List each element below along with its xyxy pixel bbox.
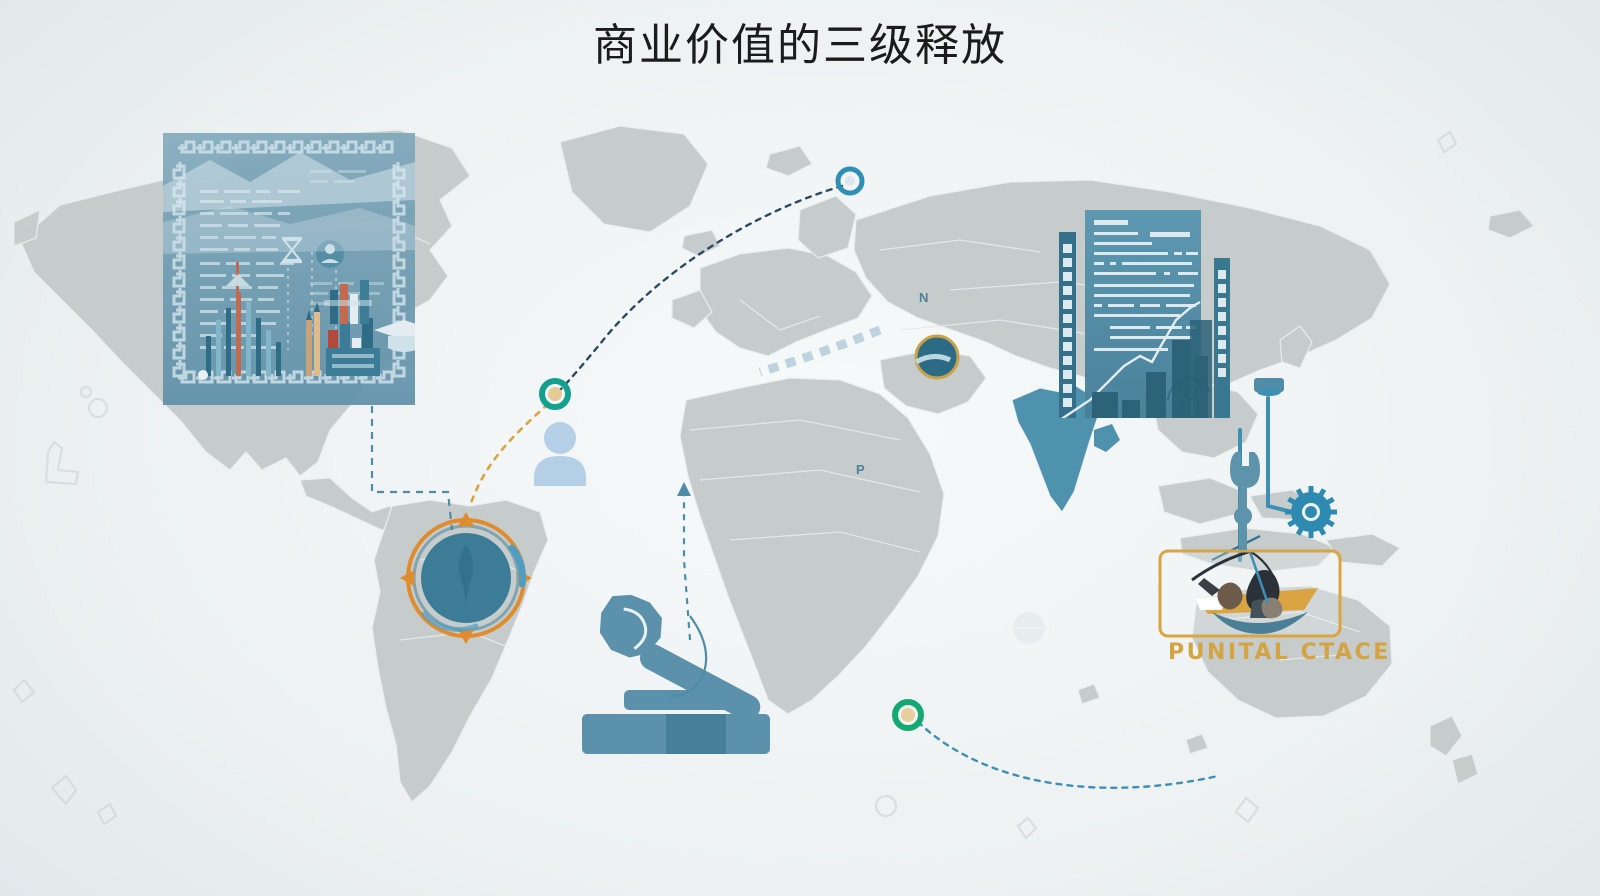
punital-ctace-card[interactable] <box>1158 540 1342 638</box>
gavel-icon[interactable] <box>582 585 780 754</box>
data-analytics-panel[interactable] <box>163 133 434 405</box>
connector-base <box>1257 388 1281 396</box>
marker-caspian[interactable] <box>914 334 960 380</box>
connector-layer <box>370 184 1294 790</box>
arc-arctic-to-atlantic <box>558 184 844 392</box>
page-title: 商业价值的三级释放 <box>593 20 1007 71</box>
marker-pacific-south[interactable] <box>892 699 924 731</box>
arc-atlantic-to-compass <box>468 402 550 508</box>
line-gavel-to-africa <box>682 496 692 641</box>
arc-pacific-to-australia <box>916 720 1220 790</box>
user-avatar-icon <box>534 422 586 486</box>
map-label-n: N <box>919 290 929 305</box>
report-document-panel[interactable] <box>1059 210 1230 420</box>
map-label-p: P <box>856 462 865 477</box>
compass-icon[interactable] <box>400 512 532 644</box>
punital-ctace-caption: PUNITAL CTACE <box>1168 640 1391 665</box>
line-tool-to-gear <box>1266 396 1294 514</box>
globe-watermark-icon <box>1006 611 1052 645</box>
line-panel-to-compass <box>370 406 454 531</box>
marker-arctic[interactable] <box>835 166 865 196</box>
wrench-icon <box>1230 452 1260 550</box>
marker-atlantic[interactable] <box>539 378 571 410</box>
gear-icon[interactable] <box>1285 486 1337 538</box>
fingerprint-icon <box>1167 376 1211 416</box>
connector-node <box>1254 378 1284 392</box>
